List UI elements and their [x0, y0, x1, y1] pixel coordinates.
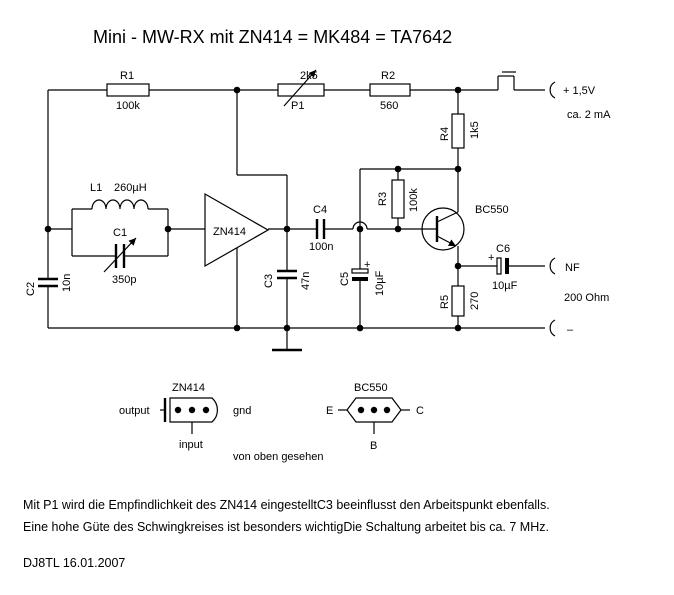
- bc550-label: BC550: [475, 204, 509, 216]
- c6-value: 10µF: [492, 280, 518, 292]
- c1-label: C1: [113, 227, 127, 239]
- zn414-input-label: input: [179, 439, 203, 451]
- r3-label: R3: [377, 192, 389, 206]
- minus-label: –: [567, 324, 574, 336]
- c5-plus: +: [364, 259, 370, 271]
- r4-label: R4: [439, 127, 451, 141]
- r5-label: R5: [439, 295, 451, 309]
- c2-label: C2: [25, 282, 37, 296]
- zn414-pinout: ZN414 output gnd input: [119, 382, 251, 451]
- c3-label: C3: [263, 274, 275, 288]
- supply-label: + 1,5V: [563, 85, 596, 97]
- r1-label: R1: [120, 70, 134, 82]
- c1-variable-capacitor: C1 350p: [103, 227, 136, 286]
- bc550-pinout: BC550 E C B: [326, 382, 424, 452]
- current-label: ca. 2 mA: [567, 109, 611, 121]
- description-line-1: Mit P1 wird die Empfindlichkeit des ZN41…: [23, 498, 550, 512]
- r2-resistor: R2 560: [369, 70, 411, 112]
- bc550-e-label: E: [326, 405, 333, 417]
- r5-resistor: R5 270: [439, 285, 481, 328]
- r4-value: 1k5: [469, 121, 481, 139]
- l1-value: 260µH: [114, 182, 147, 194]
- zn414-output-label: output: [119, 405, 150, 417]
- c3-value: 47n: [300, 272, 312, 290]
- pinout-note: von oben gesehen: [233, 451, 324, 463]
- c4-value: 100n: [309, 241, 333, 253]
- supply-terminal: + 1,5V ca. 2 mA: [549, 81, 611, 121]
- c6-capacitor: + C6 10µF: [458, 243, 545, 292]
- c3-capacitor: C3 47n: [263, 229, 312, 328]
- p1-potentiometer: 2k5 P1: [277, 69, 325, 112]
- nf-terminal: NF 200 Ohm: [549, 257, 609, 304]
- junction-dots: [44, 86, 462, 332]
- zn414-ic: ZN414: [204, 90, 317, 328]
- bc550-b-label: B: [370, 440, 377, 452]
- description-line-2: Eine hohe Güte des Schwingkreises ist be…: [23, 520, 549, 534]
- c1-value: 350p: [112, 274, 136, 286]
- c2-value: 10n: [61, 274, 73, 292]
- r3-value: 100k: [408, 188, 420, 212]
- l1-inductor: L1 260µH: [90, 182, 149, 210]
- power-switch: [497, 71, 545, 91]
- c4-label: C4: [313, 204, 327, 216]
- c6-plus: +: [488, 252, 494, 264]
- zn414-gnd-label: gnd: [233, 405, 251, 417]
- p1-value: 2k5: [300, 70, 318, 82]
- r5-value: 270: [469, 292, 481, 310]
- author-date: DJ8TL 16.01.2007: [23, 556, 126, 570]
- c5-capacitor: + C5 10µF: [339, 168, 458, 328]
- ground-rail: [48, 327, 545, 352]
- c4-capacitor: C4 100n: [309, 204, 420, 253]
- r1-resistor: R1 100k: [106, 70, 150, 112]
- r3-resistor: R3 100k: [377, 169, 420, 229]
- diagram-title: Mini - MW-RX mit ZN414 = MK484 = TA7642: [93, 27, 452, 47]
- tank-circuit: [48, 208, 205, 257]
- bc550-c-label: C: [416, 405, 424, 417]
- r4-resistor: R4 1k5: [439, 90, 481, 212]
- p1-label: P1: [291, 100, 304, 112]
- r1-value: 100k: [116, 100, 140, 112]
- c6-label: C6: [496, 243, 510, 255]
- ohm-label: 200 Ohm: [564, 292, 609, 304]
- c2-capacitor: C2 10n: [25, 90, 73, 328]
- r2-value: 560: [380, 100, 398, 112]
- l1-label: L1: [90, 182, 102, 194]
- minus-terminal: –: [549, 319, 574, 337]
- nf-label: NF: [565, 262, 580, 274]
- r2-label: R2: [381, 70, 395, 82]
- bc550-pinout-title: BC550: [354, 382, 388, 394]
- c5-label: C5: [339, 272, 351, 286]
- c5-value: 10µF: [374, 270, 386, 296]
- zn414-pinout-title: ZN414: [172, 382, 205, 394]
- zn414-label: ZN414: [213, 226, 246, 238]
- bc550-transistor: BC550: [420, 204, 509, 286]
